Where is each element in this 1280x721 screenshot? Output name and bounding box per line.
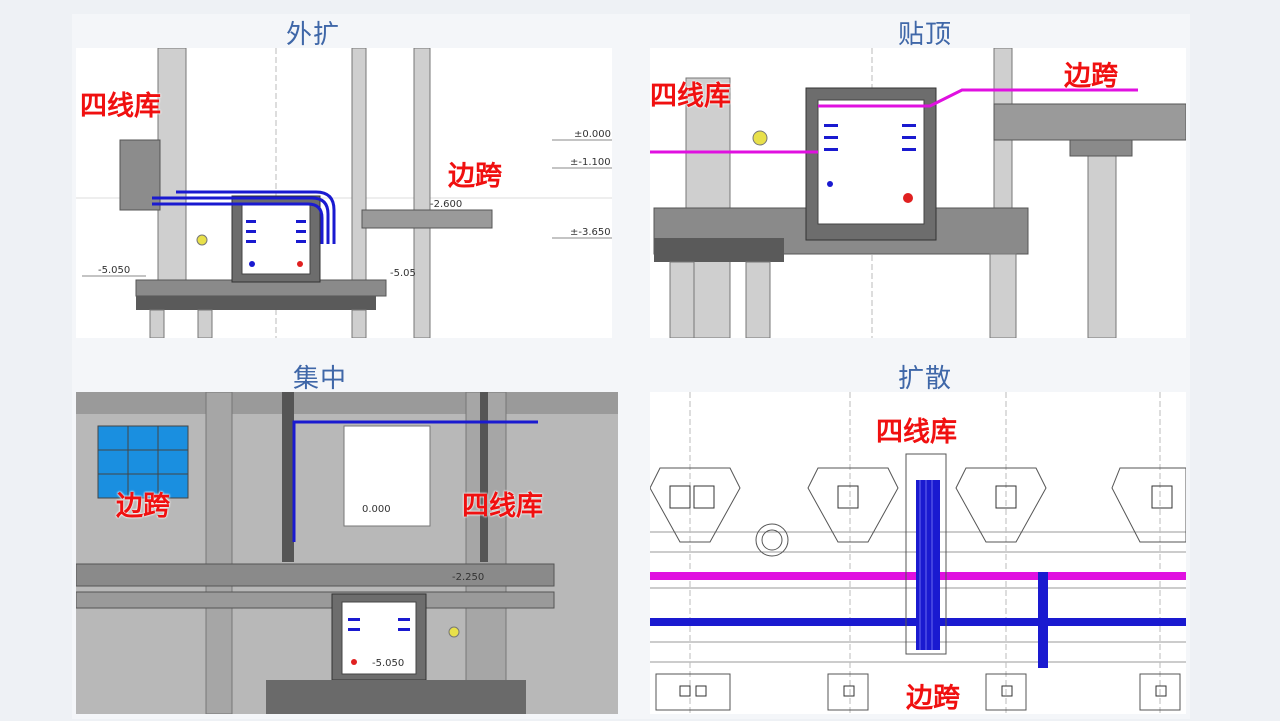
tag-four-line-depot: 四线库: [876, 417, 957, 448]
tag-four-line-depot: 四线库: [462, 491, 543, 522]
panel-title-diffused: 扩散: [897, 364, 952, 394]
panel-diffused: 四线库 边跨: [650, 392, 1186, 714]
panel-top-attached: 四线库 边跨: [650, 48, 1186, 338]
diagram-board: 外扩: [72, 14, 1190, 719]
level-label: -5.05: [390, 268, 416, 279]
panel-title-outward: 外扩: [285, 20, 340, 50]
level-label: 0.000: [362, 504, 391, 515]
tag-side-span: 边跨: [906, 683, 960, 714]
level-label: -5.050: [98, 265, 130, 276]
panel-title-top-attached: 贴顶: [897, 20, 952, 50]
panel-title-centralized: 集中: [292, 364, 347, 394]
tag-side-span: 边跨: [448, 161, 502, 192]
tag-side-span: 边跨: [1064, 61, 1118, 92]
diffused-drawing: [650, 392, 1186, 714]
tag-side-span: 边跨: [116, 491, 170, 522]
panel-centralized: 0.000 -2.250 -5.050 边跨 四线库: [76, 392, 618, 714]
level-label: -5.050: [372, 658, 404, 669]
level-label: -2.600: [430, 199, 462, 210]
level-label: ±-1.100: [570, 157, 611, 168]
top-attached-drawing: [650, 48, 1186, 338]
tag-four-line-depot: 四线库: [650, 81, 731, 112]
level-label: ±-3.650: [570, 227, 611, 238]
level-label: -2.250: [452, 572, 484, 583]
centralized-drawing: 0.000 -2.250 -5.050: [76, 392, 618, 714]
panel-outward: ±0.000 ±-1.100 -2.600 ±-3.650 -5.050 -5.…: [76, 48, 612, 338]
tag-four-line-depot: 四线库: [80, 91, 161, 122]
level-label: ±0.000: [574, 129, 611, 140]
outward-drawing: ±0.000 ±-1.100 -2.600 ±-3.650 -5.050 -5.…: [76, 48, 612, 338]
